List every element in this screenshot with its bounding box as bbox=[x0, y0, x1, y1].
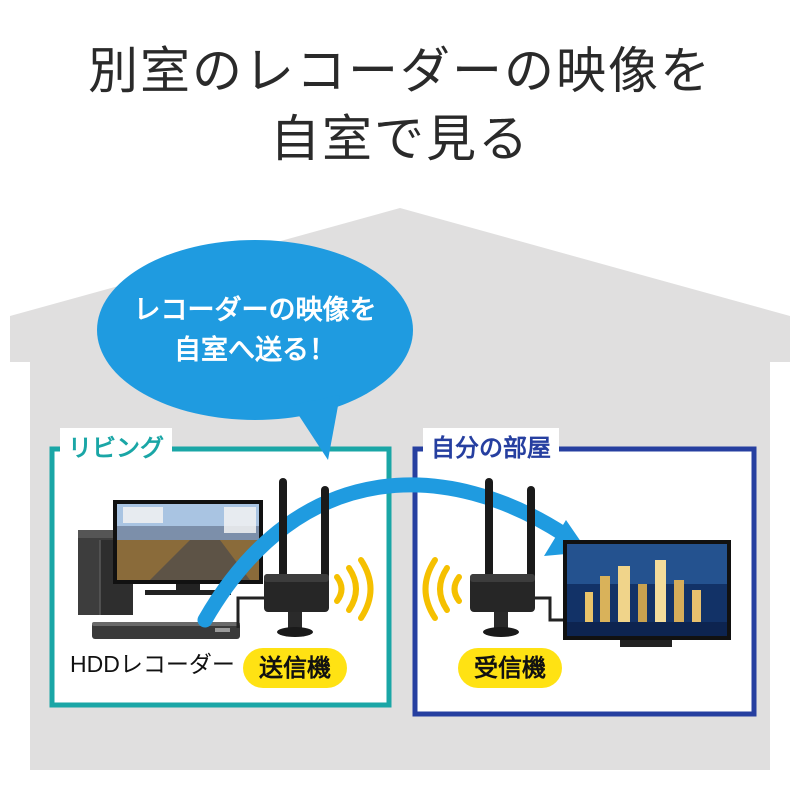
tv-icon bbox=[563, 540, 731, 647]
transmitter-label: 送信機 bbox=[243, 648, 347, 688]
headline-line-1: 別室のレコーダーの映像を bbox=[88, 42, 712, 100]
headline-line-2: 自室で見る bbox=[270, 110, 530, 168]
monitor-icon bbox=[113, 500, 263, 595]
bubble-line-2: 自室へ送る！ bbox=[174, 335, 336, 366]
wireless-wave-icon bbox=[334, 557, 374, 621]
my-room-label: 自分の部屋 bbox=[423, 428, 559, 468]
hdd-recorder-icon bbox=[92, 622, 240, 639]
wireless-wave-icon bbox=[422, 557, 462, 621]
bubble-line-1: レコーダーの映像を bbox=[133, 295, 377, 326]
receiver-icon bbox=[470, 478, 535, 637]
speech-bubble bbox=[97, 240, 413, 460]
receiver-label: 受信機 bbox=[458, 648, 562, 688]
living-room-label: リビング bbox=[60, 428, 172, 468]
transmitter-icon bbox=[264, 478, 329, 637]
hdd-recorder-label: HDDレコーダー bbox=[70, 651, 235, 677]
